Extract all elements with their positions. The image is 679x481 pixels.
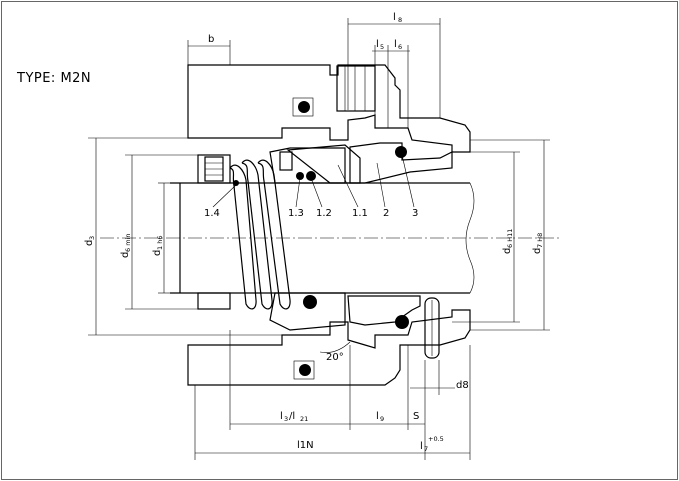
dim-l6-sub: 6: [398, 43, 402, 51]
part-label-1-3: 1.3: [288, 208, 304, 219]
part-label-1-4: 1.4: [204, 208, 220, 219]
dim-l1n: l1N: [297, 440, 314, 451]
dim-l8-sub: 8: [398, 16, 402, 24]
dim-l7-sub: 7: [424, 445, 428, 453]
dim-b: b: [208, 34, 214, 45]
dim-d3: d: [84, 240, 95, 246]
dim-d7: d: [532, 248, 543, 254]
dim-l3: l: [280, 411, 283, 422]
dim-l9: l: [376, 411, 379, 422]
dim-l6: l: [394, 39, 397, 50]
dim-d8: d8: [456, 380, 469, 391]
dim-l5-sub: 5: [380, 43, 384, 51]
dim-s: S: [413, 411, 419, 422]
dim-d4-group: d 6 H11: [502, 229, 514, 254]
housing-top: [187, 64, 471, 153]
dim-d6: d: [120, 252, 131, 258]
part-label-3: 3: [412, 208, 418, 219]
dim-l7: l: [420, 441, 423, 452]
dim-d3-group: d 3: [84, 236, 96, 246]
part-label-1-2: 1.2: [316, 208, 332, 219]
dim-d3-sub: 3: [88, 236, 96, 240]
dim-d4-sub: 6 H11: [506, 229, 514, 248]
dim-d6-sub: 6 min: [124, 234, 132, 252]
dim-l7-sup: +0.5: [428, 435, 444, 443]
dim-d4: d: [502, 248, 513, 254]
dimension-lines: [88, 18, 550, 460]
type-title: TYPE: M2N: [16, 71, 91, 86]
dim-l8: l: [393, 12, 396, 23]
dim-l21-sub: 21: [300, 415, 308, 423]
part-label-2: 2: [383, 208, 389, 219]
spring: [229, 159, 291, 310]
dim-d1-group: d 1 h6: [152, 236, 164, 256]
dim-angle: 20°: [326, 352, 344, 363]
rotating-top: [197, 142, 453, 184]
dim-l3-sub: 3: [284, 415, 288, 423]
dim-d7-sub: 7 H8: [536, 233, 544, 248]
leader-lines: [212, 154, 415, 208]
dim-d1: d: [152, 250, 163, 256]
housing-bottom: [187, 297, 471, 386]
rotating-bottom: [197, 292, 421, 331]
dim-l5: l: [376, 39, 379, 50]
dim-l9-sub: 9: [380, 415, 384, 423]
part-label-1-1: 1.1: [352, 208, 368, 219]
dim-d1-sub: 1 h6: [156, 236, 164, 250]
dim-d6-group: d 6 min: [120, 234, 132, 258]
dim-l21: /l: [289, 411, 295, 422]
dim-d7-group: d 7 H8: [532, 233, 544, 254]
